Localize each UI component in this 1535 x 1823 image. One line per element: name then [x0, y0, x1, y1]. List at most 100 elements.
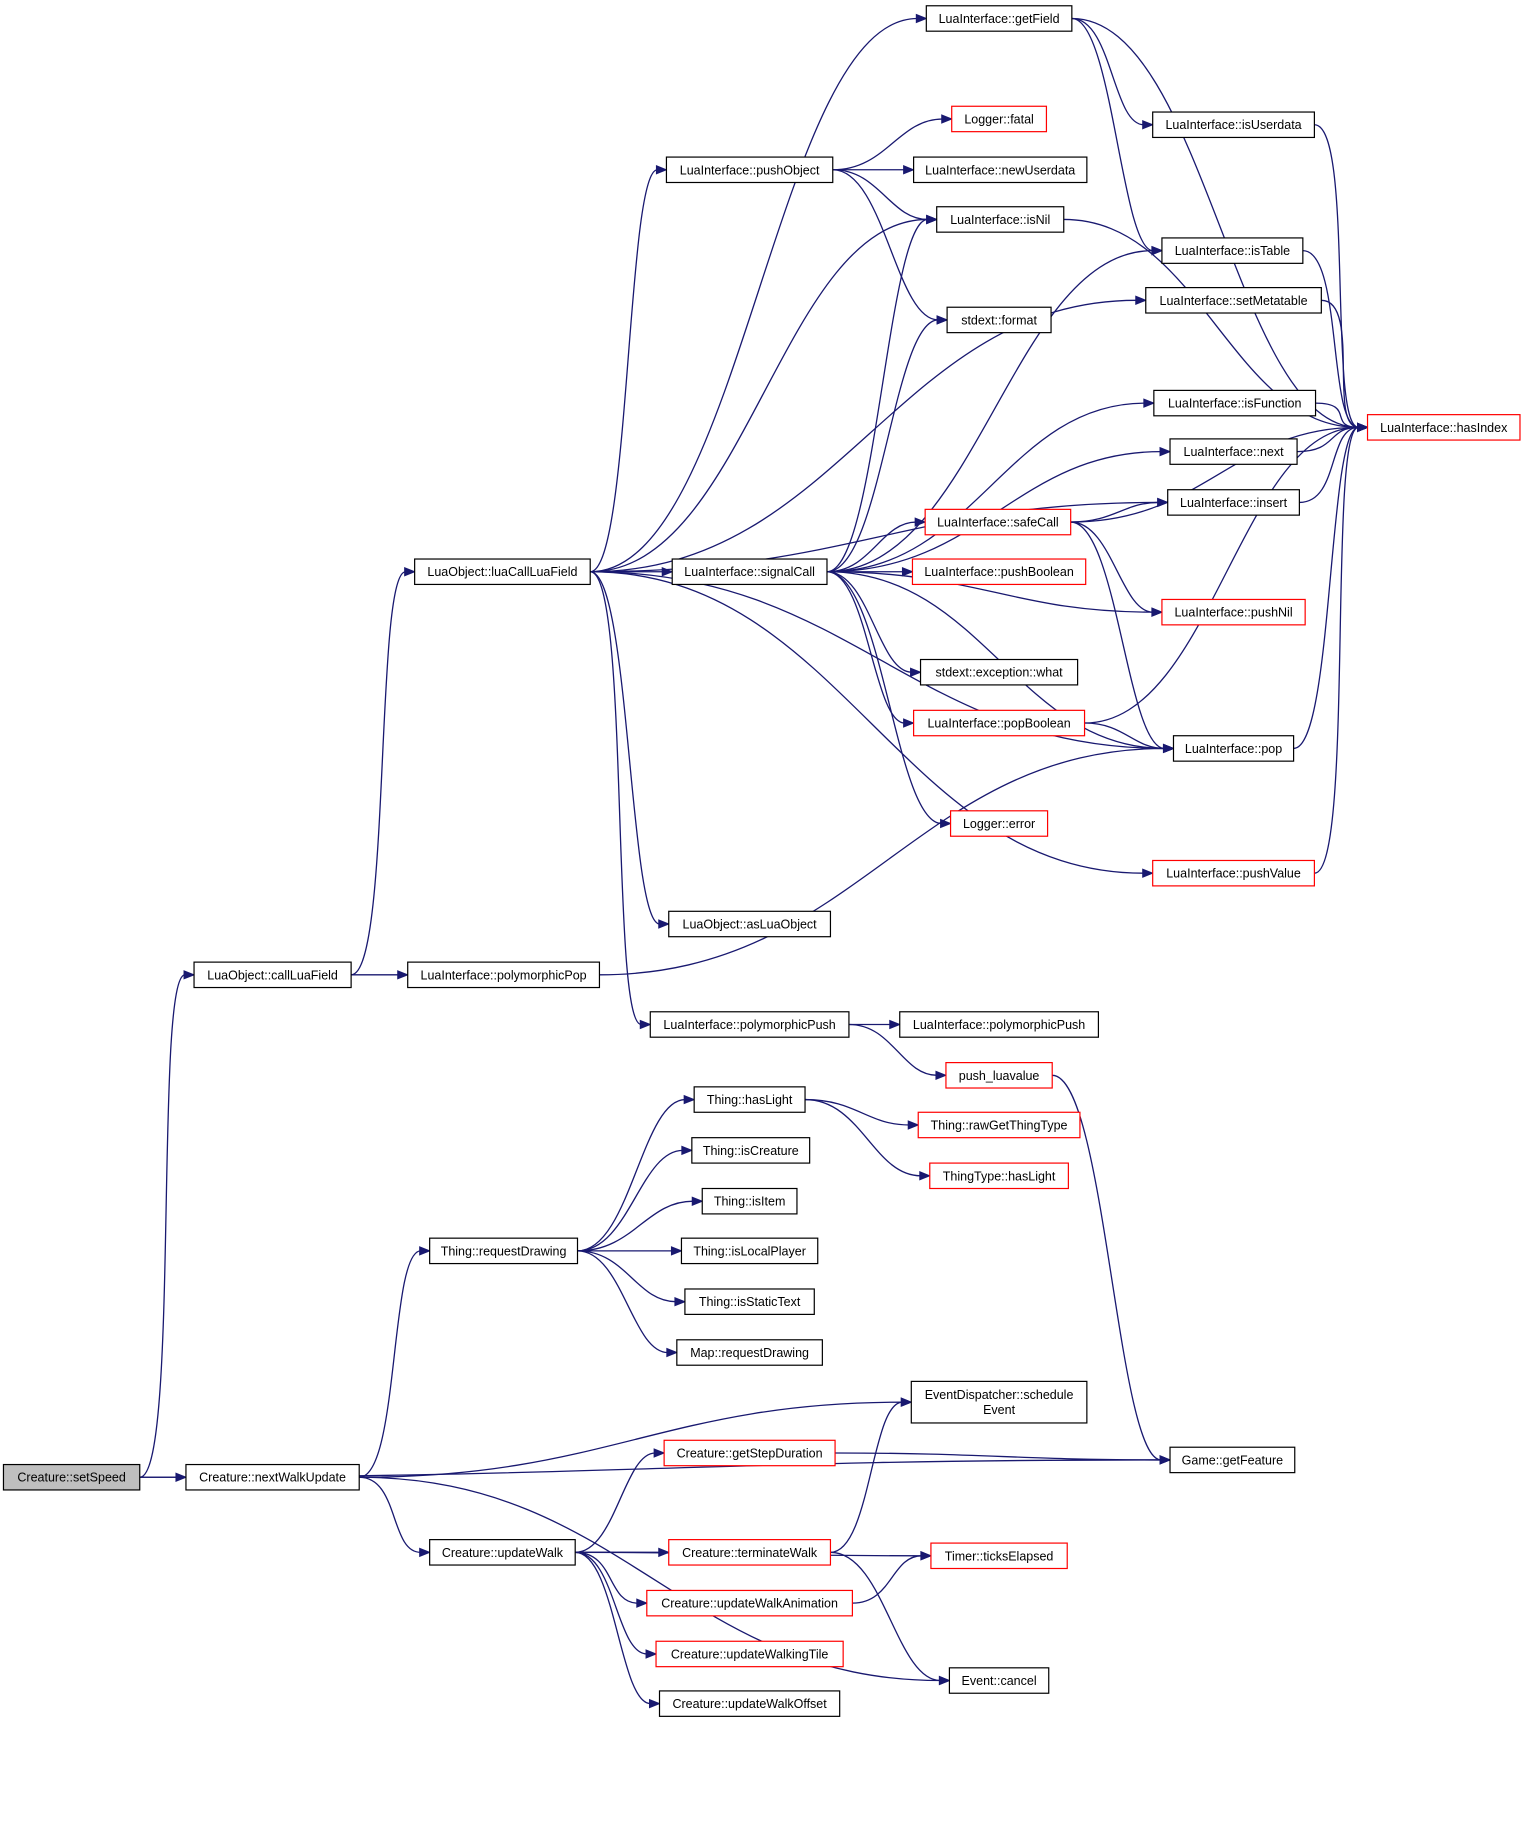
edge-signalCall-to-stdextFormat — [826, 315, 949, 573]
edge-callLuaField-to-luaCallLuaField — [350, 566, 416, 976]
node-label: LuaObject::callLuaField — [207, 968, 338, 982]
node-isTable[interactable]: LuaInterface::isTable — [1161, 237, 1304, 264]
node-isItem[interactable]: Thing::isItem — [701, 1187, 798, 1215]
node-label: Thing::hasLight — [707, 1093, 793, 1107]
edge-terminateWalk-to-scheduleEvent — [830, 1397, 913, 1553]
edge-popBoolean-to-hasIndex — [1084, 422, 1369, 724]
node-label: LuaInterface::isNil — [950, 213, 1050, 227]
node-safeCall[interactable]: LuaInterface::safeCall — [924, 508, 1072, 536]
node-label: LuaInterface::popBoolean — [927, 717, 1070, 731]
edge-polymorphicPush1-to-polymorphicPush2 — [848, 1019, 902, 1030]
node-label: Map::requestDrawing — [690, 1346, 809, 1360]
edge-nextWalkUpdate-to-requestDrawing — [359, 1246, 432, 1478]
node-label: Creature::updateWalkingTile — [671, 1647, 829, 1661]
edge-pop-to-hasIndex — [1293, 422, 1369, 750]
node-pushObject[interactable]: LuaInterface::pushObject — [665, 156, 834, 184]
edge-insert-to-hasIndex — [1299, 422, 1369, 504]
node-isLocalPlayer[interactable]: Thing::isLocalPlayer — [680, 1237, 819, 1265]
node-isCreature[interactable]: Thing::isCreature — [691, 1137, 811, 1164]
node-terminateWalk[interactable]: Creature::terminateWalk — [668, 1539, 832, 1566]
node-loggerFatal[interactable]: Logger::fatal — [951, 105, 1048, 133]
node-requestDrawing[interactable]: Thing::requestDrawing — [429, 1237, 579, 1265]
edge-requestDrawing-to-hasLight — [577, 1094, 696, 1252]
node-pop[interactable]: LuaInterface::pop — [1172, 735, 1295, 762]
node-signalCall[interactable]: LuaInterface::signalCall — [671, 558, 828, 586]
edge-polymorphicPop-to-pop — [599, 743, 1175, 976]
node-label: LuaInterface::setMetatable — [1160, 294, 1308, 308]
node-popBoolean[interactable]: LuaInterface::popBoolean — [913, 709, 1086, 737]
node-thingTypeHasLight[interactable]: ThingType::hasLight — [929, 1162, 1069, 1190]
edge-updateWalk-to-updateWalkOffset — [575, 1551, 661, 1709]
edge-getStepDuration-to-gameGetFeature — [835, 1452, 1172, 1465]
node-hasLight[interactable]: Thing::hasLight — [693, 1086, 806, 1113]
node-getField[interactable]: LuaInterface::getField — [925, 5, 1073, 32]
node-isUserdata[interactable]: LuaInterface::isUserdata — [1152, 111, 1315, 139]
node-setSpeed[interactable]: Creature::setSpeed — [2, 1463, 141, 1491]
node-pushBoolean[interactable]: LuaInterface::pushBoolean — [911, 558, 1087, 586]
node-label: LuaInterface::signalCall — [684, 565, 815, 579]
node-next[interactable]: LuaInterface::next — [1169, 438, 1298, 465]
node-eventCancel[interactable]: Event::cancel — [948, 1667, 1050, 1694]
node-label: Creature::updateWalk — [442, 1546, 564, 1560]
node-ticksElapsed[interactable]: Timer::ticksElapsed — [930, 1542, 1068, 1570]
edge-signalCall-to-exceptionWhat — [826, 571, 922, 677]
node-pushNil[interactable]: LuaInterface::pushNil — [1161, 598, 1306, 626]
node-label: Thing::isCreature — [703, 1144, 799, 1158]
node-asLuaObject[interactable]: LuaObject::asLuaObject — [668, 910, 832, 938]
node-isStaticText[interactable]: Thing::isStaticText — [684, 1288, 815, 1315]
node-polymorphicPop[interactable]: LuaInterface::polymorphicPop — [407, 961, 601, 989]
node-updateWalkingTile[interactable]: Creature::updateWalkingTile — [655, 1640, 844, 1668]
node-callLuaField[interactable]: LuaObject::callLuaField — [193, 961, 352, 989]
node-luaCallLuaField[interactable]: LuaObject::luaCallLuaField — [414, 558, 591, 586]
node-label: LuaInterface::pushBoolean — [924, 565, 1073, 579]
node-loggerError[interactable]: Logger::error — [949, 810, 1049, 837]
edge-updateWalk-to-updateWalkAnimation — [575, 1551, 649, 1608]
node-updateWalkOffset[interactable]: Creature::updateWalkOffset — [658, 1690, 841, 1717]
node-mapRequestDrawing[interactable]: Map::requestDrawing — [676, 1339, 823, 1366]
edge-luaCallLuaField-to-pop — [590, 571, 1175, 754]
node-label: LuaInterface::next — [1184, 445, 1285, 459]
node-rawGetThingType[interactable]: Thing::rawGetThingType — [917, 1111, 1081, 1139]
edge-signalCall-to-safeCall — [826, 517, 927, 573]
edge-updateWalk-to-updateWalkingTile — [575, 1551, 658, 1659]
edge-luaCallLuaField-to-isNil — [590, 214, 939, 573]
node-pushLuavalue[interactable]: push_luavalue — [945, 1062, 1053, 1089]
edge-safeCall-to-pop — [1070, 521, 1175, 754]
node-stdextFormat[interactable]: stdext::format — [946, 306, 1052, 334]
node-insert[interactable]: LuaInterface::insert — [1167, 489, 1300, 516]
node-updateWalk[interactable]: Creature::updateWalk — [429, 1539, 576, 1566]
edge-luaCallLuaField-to-pushValue — [590, 571, 1155, 878]
edge-setSpeed-to-callLuaField — [139, 970, 196, 1478]
node-isFunction[interactable]: LuaInterface::isFunction — [1153, 389, 1317, 417]
edge-isUserdata-to-hasIndex — [1314, 124, 1369, 433]
node-label: Game::getFeature — [1182, 1453, 1283, 1467]
node-isNil[interactable]: LuaInterface::isNil — [936, 206, 1065, 233]
node-polymorphicPush1[interactable]: LuaInterface::polymorphicPush — [649, 1011, 850, 1038]
node-label: Event — [983, 1403, 1015, 1417]
edge-getField-to-hasIndex — [1071, 17, 1369, 433]
edge-callLuaField-to-polymorphicPop — [351, 970, 410, 980]
node-label: Thing::requestDrawing — [441, 1244, 567, 1258]
edge-requestDrawing-to-isLocalPlayer — [577, 1246, 683, 1256]
node-label: LuaInterface::pop — [1185, 742, 1282, 756]
node-polymorphicPush2[interactable]: LuaInterface::polymorphicPush — [899, 1011, 1100, 1038]
node-label: Thing::isStaticText — [699, 1295, 801, 1309]
node-hasIndex[interactable]: LuaInterface::hasIndex — [1366, 414, 1521, 441]
node-label: Creature::nextWalkUpdate — [199, 1471, 346, 1485]
node-gameGetFeature[interactable]: Game::getFeature — [1169, 1446, 1296, 1474]
node-label: LuaInterface::hasIndex — [1380, 421, 1508, 435]
node-setMetatable[interactable]: LuaInterface::setMetatable — [1145, 286, 1322, 314]
node-exceptionWhat[interactable]: stdext::exception::what — [919, 658, 1079, 686]
node-newUserdata[interactable]: LuaInterface::newUserdata — [913, 156, 1088, 184]
node-label: LuaInterface::pushNil — [1174, 606, 1292, 620]
node-label: Thing::isLocalPlayer — [693, 1244, 806, 1258]
node-getStepDuration[interactable]: Creature::getStepDuration — [663, 1439, 836, 1467]
node-label: LuaInterface::pushValue — [1166, 867, 1301, 881]
node-pushValue[interactable]: LuaInterface::pushValue — [1152, 859, 1315, 887]
edge-requestDrawing-to-isStaticText — [577, 1250, 687, 1307]
node-nextWalkUpdate[interactable]: Creature::nextWalkUpdate — [185, 1463, 360, 1491]
node-updateWalkAnimation[interactable]: Creature::updateWalkAnimation — [646, 1589, 853, 1617]
node-label: LuaObject::luaCallLuaField — [427, 565, 577, 579]
